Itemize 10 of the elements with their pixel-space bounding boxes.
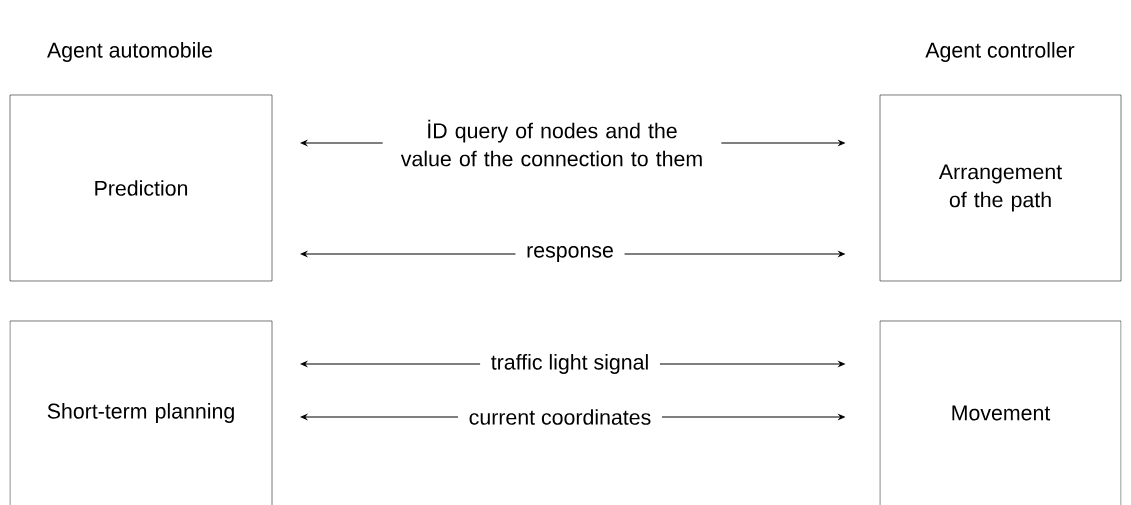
edge-label: current coordinates: [458, 406, 662, 428]
process-box: Prediction: [9, 94, 273, 282]
column-heading: Agent controller: [925, 42, 1075, 62]
process-box: Short-term planning: [9, 320, 273, 505]
edge-label: traffic light signal: [480, 351, 660, 377]
process-box: Movement: [879, 320, 1122, 505]
edge-label: İD query of nodes and the value of the connection to them: [382, 116, 722, 169]
column-heading: Agent automobile: [47, 42, 213, 62]
process-box: Arrangement of the path: [879, 94, 1122, 282]
edge-label: response: [515, 243, 625, 265]
